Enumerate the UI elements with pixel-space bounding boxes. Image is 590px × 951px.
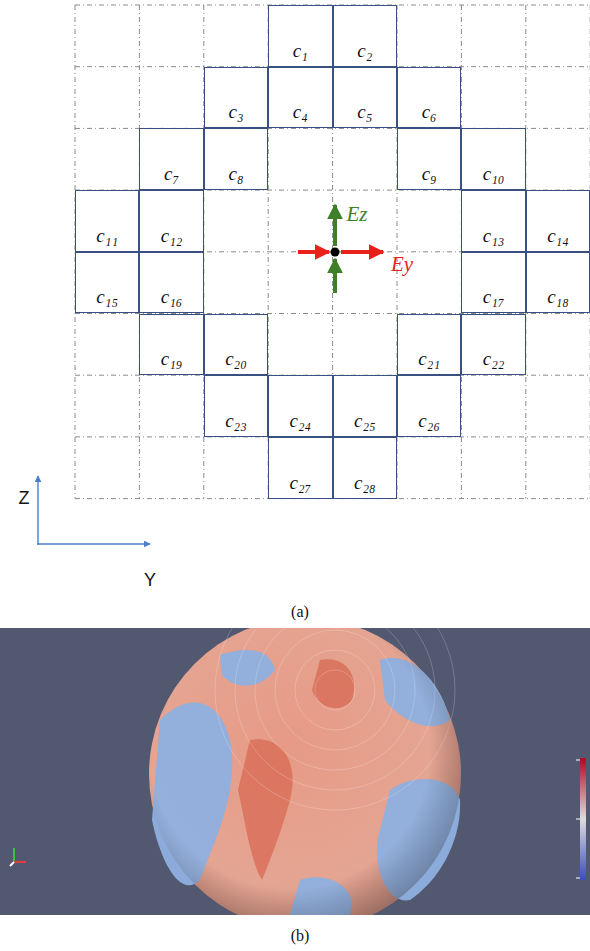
cell-label: c₁₂ — [140, 225, 202, 247]
panel-label: (a) — [291, 603, 309, 621]
grid-cell: c₁₇ — [461, 252, 525, 314]
grid-cell: c₁ — [268, 5, 332, 67]
cell-label: c₂₄ — [269, 410, 331, 432]
grid-cell: c₁₆ — [139, 252, 203, 314]
grid-cell: c₆ — [397, 67, 461, 129]
dashed-grid — [75, 5, 590, 499]
grid-cell: c₂₇ — [268, 437, 332, 499]
grid-cell: c₂₄ — [268, 375, 332, 437]
grid-cell: c₁₁ — [75, 190, 139, 252]
grid-cell: c₇ — [139, 128, 203, 190]
grid-cell: c₁₉ — [139, 314, 203, 376]
cell-label: c₄ — [269, 101, 331, 123]
cell-label: c₂₇ — [269, 472, 331, 494]
cell-label: c₉ — [398, 163, 460, 185]
cell-label: c₂₁ — [398, 348, 460, 370]
axes — [37, 476, 150, 545]
grid-cell: c₅ — [333, 67, 397, 129]
grid-cell: c₂₀ — [204, 314, 268, 376]
axis-label: Z — [19, 488, 30, 509]
cell-label: c₈ — [205, 163, 267, 185]
axis-label: Y — [144, 570, 156, 591]
cell-label: c₁₈ — [527, 286, 589, 308]
grid-cell: c₂₅ — [333, 375, 397, 437]
grid-cell: c₂₆ — [397, 375, 461, 437]
cell-label: c₁ — [269, 40, 331, 62]
cell-label: c₁₅ — [76, 286, 138, 308]
grid-cell: c₈ — [204, 128, 268, 190]
cell-label: c₇ — [140, 163, 202, 185]
field-label: Ez — [347, 202, 368, 227]
field-arrows — [298, 205, 383, 293]
grid-cell: c₂₂ — [461, 314, 525, 376]
grid-cell: c₄ — [268, 67, 332, 129]
grid-cell: c₁₈ — [526, 252, 590, 314]
cell-label: c₁₆ — [140, 286, 202, 308]
cell-label: c₁₄ — [527, 225, 589, 247]
grid-cell: c₂ — [333, 5, 397, 67]
cell-label: c₁₃ — [462, 225, 524, 247]
grid-cell: c₂₁ — [397, 314, 461, 376]
cell-label: c₅ — [334, 101, 396, 123]
cell-label: c₂ — [334, 40, 396, 62]
grid-cell: c₁₅ — [75, 252, 139, 314]
grid-cell: c₉ — [397, 128, 461, 190]
cell-label: c₂₀ — [205, 348, 267, 370]
panel-label: (b) — [291, 927, 310, 945]
cell-label: c₆ — [398, 101, 460, 123]
grid-cell: c₁₀ — [461, 128, 525, 190]
field-label: Ey — [391, 252, 413, 277]
cell-label: c₂₆ — [398, 410, 460, 432]
grid-cell: c₃ — [204, 67, 268, 129]
grid-cell: c₂₃ — [204, 375, 268, 437]
grid-cell: c₁₂ — [139, 190, 203, 252]
grid-cell: c₁₃ — [461, 190, 525, 252]
cell-label: c₂₃ — [205, 410, 267, 432]
cell-label: c₃ — [205, 101, 267, 123]
cell-label: c₁₉ — [140, 348, 202, 370]
cell-label: c₂₈ — [334, 472, 396, 494]
grid-cell: c₂₈ — [333, 437, 397, 499]
cell-label: c₁₁ — [76, 225, 138, 247]
grid-cell: c₁₄ — [526, 190, 590, 252]
cell-label: c₂₂ — [462, 348, 524, 370]
globe-render — [0, 570, 590, 930]
cell-label: c₁₀ — [462, 163, 524, 185]
cell-label: c₁₇ — [462, 286, 524, 308]
cell-label: c₂₅ — [334, 410, 396, 432]
